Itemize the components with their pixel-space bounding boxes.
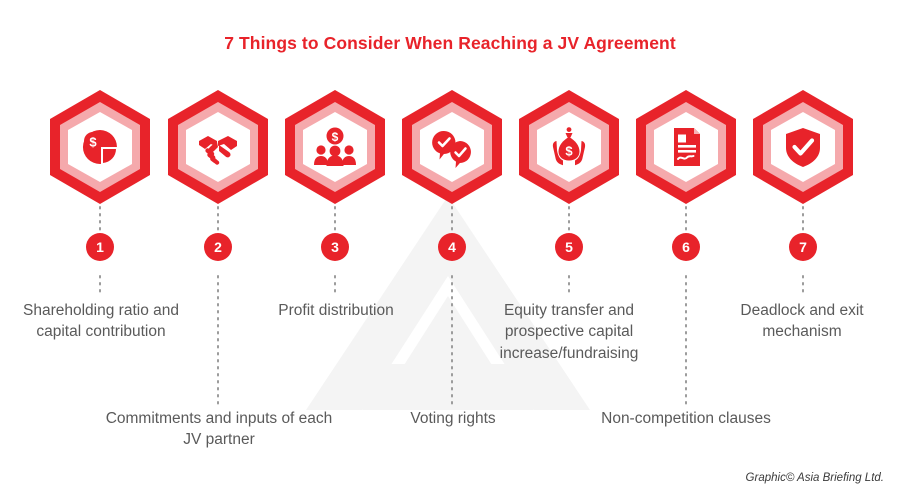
speech-bubbles-check-icon	[432, 130, 471, 168]
shield-check-icon	[786, 128, 820, 167]
svg-text:$: $	[565, 144, 573, 159]
step-number-3: 3	[321, 233, 349, 261]
step-number-4: 4	[438, 233, 466, 261]
step-number-5: 5	[555, 233, 583, 261]
step-label-5: Equity transfer and prospective capital …	[499, 302, 639, 362]
step-number-6: 6	[672, 233, 700, 261]
step-label-3: Profit distribution	[278, 302, 394, 319]
handshake-icon	[199, 136, 237, 165]
pie-chart-dollar-icon: $	[82, 129, 119, 165]
hexagon-item-5[interactable]: $	[517, 88, 621, 206]
hexagon-item-4[interactable]	[400, 88, 504, 206]
page-title: 7 Things to Consider When Reaching a JV …	[224, 33, 676, 53]
hexagon-item-7[interactable]	[751, 88, 855, 206]
hexagon-item-3[interactable]: $	[283, 88, 387, 206]
hands-money-bag-icon: $	[552, 127, 586, 166]
hexagon-icon-row: $	[0, 88, 900, 206]
hexagon-item-2[interactable]	[166, 88, 270, 206]
hexagon-item-6[interactable]	[634, 88, 738, 206]
step-label-4: Voting rights	[410, 410, 496, 427]
hexagon-item-1[interactable]: $	[48, 88, 152, 206]
svg-text:$: $	[89, 135, 97, 150]
step-number-1: 1	[86, 233, 114, 261]
people-group-dollar-icon: $	[314, 127, 356, 166]
step-label-6: Non-competition clauses	[601, 410, 771, 427]
step-label-1: Shareholding ratio and capital contribut…	[23, 302, 179, 341]
step-number-7: 7	[789, 233, 817, 261]
svg-text:$: $	[332, 130, 339, 144]
step-label-7: Deadlock and exit mechanism	[740, 302, 864, 341]
signed-document-icon	[674, 128, 700, 166]
step-label-2: Commitments and inputs of each JV partne…	[105, 410, 333, 449]
graphic-credit: Graphic© Asia Briefing Ltd.	[745, 472, 884, 484]
step-number-2: 2	[204, 233, 232, 261]
